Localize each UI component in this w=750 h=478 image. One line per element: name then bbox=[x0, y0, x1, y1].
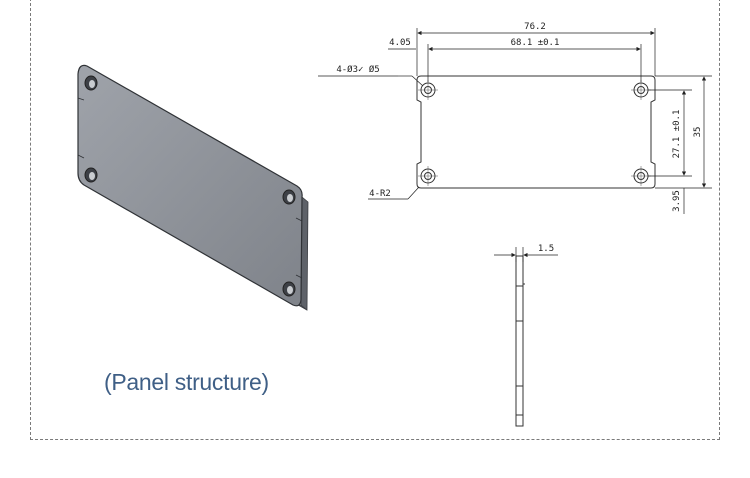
panel-hole bbox=[282, 189, 296, 205]
panel-hole bbox=[282, 281, 296, 297]
panel-hole bbox=[84, 167, 98, 183]
dim-vertical-spacing: 27.1 ±0.1 bbox=[672, 110, 682, 159]
dim-radius-callout: 4-R2 bbox=[369, 189, 391, 199]
dim-hole-spacing: 68.1 ±0.1 bbox=[511, 38, 560, 48]
dim-edge-offset: 4.05 bbox=[389, 38, 411, 48]
dim-hole-callout: 4-Ø3✓ Ø5 bbox=[336, 64, 379, 75]
dim-height: 35 bbox=[693, 127, 703, 138]
front-view bbox=[416, 75, 656, 189]
panel-3d-view bbox=[77, 64, 309, 311]
panel-structure-caption: (Panel structure) bbox=[104, 369, 269, 395]
panel-hole bbox=[84, 75, 98, 91]
side-view bbox=[515, 255, 525, 427]
dim-overall-width: 76.2 bbox=[524, 22, 546, 32]
dashed-frame bbox=[30, 0, 720, 440]
dim-thickness: 1.5 bbox=[538, 244, 554, 254]
dim-bottom-offset: 3.95 bbox=[672, 190, 682, 212]
